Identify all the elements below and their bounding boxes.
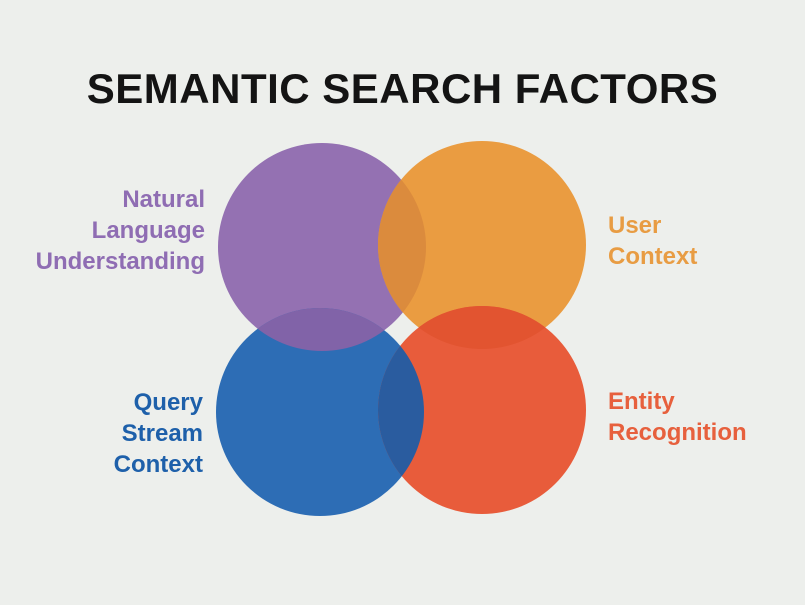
label-line: User xyxy=(608,212,662,239)
label-line: Natural xyxy=(122,186,205,213)
label-natural-language-understanding: Natural Language Understanding xyxy=(36,184,205,277)
label-line: Language xyxy=(91,217,205,244)
label-line: Context xyxy=(608,243,698,270)
circle-entity-recognition xyxy=(378,306,586,514)
circle-natural-language-understanding xyxy=(218,143,426,351)
circle-user-context xyxy=(378,141,586,349)
circle-query-stream-context xyxy=(216,308,424,516)
label-line: Context xyxy=(113,451,203,478)
label-line: Query xyxy=(133,389,203,416)
label-entity-recognition: Entity Recognition xyxy=(608,386,747,448)
label-user-context: User Context xyxy=(608,210,697,272)
label-line: Stream xyxy=(121,420,203,447)
label-query-stream-context: Query Stream Context xyxy=(114,387,203,480)
label-line: Recognition xyxy=(608,419,747,446)
page-title: SEMANTIC SEARCH FACTORS xyxy=(86,65,719,112)
label-line: Entity xyxy=(608,388,675,415)
label-line: Understanding xyxy=(35,248,205,275)
